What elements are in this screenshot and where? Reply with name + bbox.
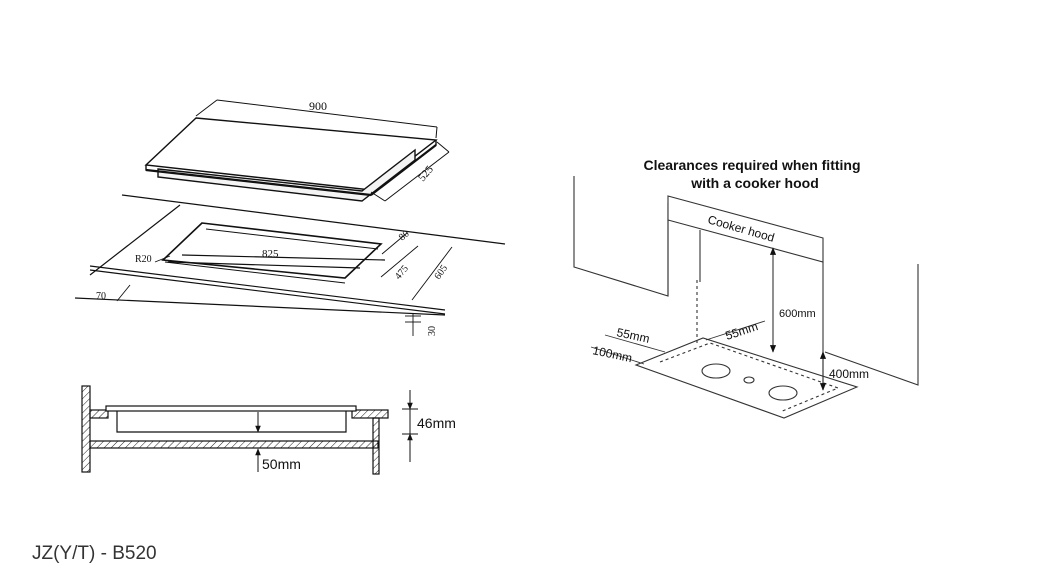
- divider-shelf: [89, 440, 379, 449]
- right-cabinet: [824, 264, 919, 386]
- worktop-depth-label: 605: [432, 263, 450, 282]
- worktop-front-edge: [74, 297, 446, 316]
- vertical-clearance-label: 600mm: [779, 308, 816, 320]
- worktop-left: [89, 409, 109, 419]
- cutout-width-label: 825: [262, 248, 279, 260]
- front-margin-label: 70: [96, 291, 106, 302]
- hood-title-line1: Clearances required when fitting: [643, 157, 860, 173]
- model-code: JZ(Y/T) - B520: [32, 543, 157, 564]
- section-gap-label: 50mm: [262, 456, 301, 472]
- hob-plate: [634, 337, 859, 419]
- hood-title-line2: with a cooker hood: [690, 175, 819, 191]
- radius-label: R20: [135, 254, 152, 265]
- cutout-depth-label: 475: [393, 263, 411, 282]
- hob-width-label: 900: [309, 99, 327, 113]
- rear-clearance-label: 55mm: [615, 325, 651, 346]
- worktop-right: [351, 409, 389, 419]
- worktop-thickness-label: 30: [427, 326, 438, 336]
- hob-glass-section: [105, 405, 357, 412]
- hood-view: [573, 176, 919, 419]
- cutout-view: [74, 194, 506, 336]
- left-cabinet: [573, 176, 669, 297]
- cutout-opening: [161, 222, 383, 279]
- hob-view: [144, 99, 450, 202]
- section-view: [81, 385, 418, 475]
- side-gap-label: 55mm: [724, 319, 760, 343]
- right-support: [372, 417, 380, 475]
- left-wall: [81, 385, 91, 473]
- worktop-back-edge: [121, 194, 506, 245]
- side-clearance-label: 400mm: [829, 367, 869, 381]
- hob-body-section: [116, 411, 347, 433]
- section-height-label: 46mm: [417, 415, 456, 431]
- hob-depth-label: 525: [416, 163, 436, 184]
- front-clearance-label: 100mm: [591, 343, 633, 365]
